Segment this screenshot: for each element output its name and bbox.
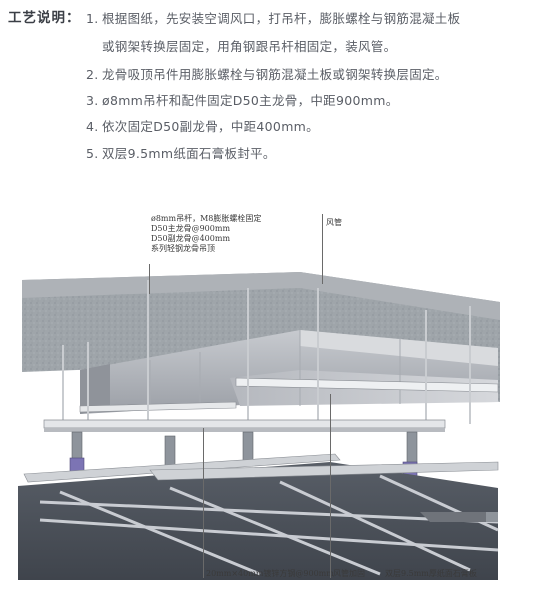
step-2: 2.龙骨吸顶吊件用膨胀螺栓与钢筋混凝土板或钢架转换层固定。 xyxy=(86,64,448,83)
step-text: 根据图纸，先安装空调风口，打吊杆，膨胀螺栓与钢筋混凝土板 xyxy=(102,11,461,26)
step-text: 依次固定D50副龙骨，中距400mm。 xyxy=(102,119,319,134)
step-number: 5. xyxy=(86,146,99,161)
board-edge xyxy=(420,512,498,522)
step-text: ø8mm吊杆和配件固定D50主龙骨，中距900mm。 xyxy=(102,93,399,108)
step-4: 4.依次固定D50副龙骨，中距400mm。 xyxy=(86,116,319,135)
step-number: 4. xyxy=(86,119,99,134)
callout-hanger-rod: ø8mm吊杆，M8膨胀螺栓固定 D50主龙骨@900mm D50副龙骨@400m… xyxy=(151,214,261,254)
leader-line xyxy=(322,214,323,284)
step-number: 2. xyxy=(86,67,99,82)
ceiling-construction-diagram: ø8mm吊杆，M8膨胀螺栓固定 D50主龙骨@900mm D50副龙骨@400m… xyxy=(0,170,543,590)
leader-line xyxy=(149,264,150,294)
callout-line: ø8mm吊杆，M8膨胀螺栓固定 xyxy=(151,214,262,223)
gypsum-board xyxy=(18,462,498,580)
callout-line: D50副龙骨@400mm xyxy=(151,234,231,243)
step-1: 1.根据图纸，先安装空调风口，打吊杆，膨胀螺栓与钢筋混凝土板 xyxy=(86,8,460,27)
step-text: 龙骨吸顶吊件用膨胀螺栓与钢筋混凝土板或钢架转换层固定。 xyxy=(102,67,448,82)
leader-line xyxy=(203,428,204,578)
hanger-rods xyxy=(62,280,471,428)
construction-illustration xyxy=(18,272,500,580)
step-1-continuation: 或钢架转换层固定，用角钢跟吊杆相固定，装风管。 xyxy=(102,39,397,54)
callout-duct: 风管 xyxy=(326,218,342,227)
step-number: 1. xyxy=(86,11,99,26)
callout-line: 系列轻钢龙骨吊顶 xyxy=(151,244,215,253)
callout-duct-reinforcement: 风管加固 xyxy=(333,569,365,578)
callout-square-tube: 20mm×40mm镀锌方钢@900mm xyxy=(206,569,334,578)
square-steel-tube xyxy=(43,419,446,432)
notes-heading: 工艺说明： xyxy=(8,10,81,26)
step-3: 3.ø8mm吊杆和配件固定D50主龙骨，中距900mm。 xyxy=(86,90,399,109)
step-5: 5.双层9.5mm纸面石膏板封平。 xyxy=(86,143,276,162)
callout-line: D50主龙骨@900mm xyxy=(151,224,231,233)
step-text: 双层9.5mm纸面石膏板封平。 xyxy=(102,146,276,161)
step-number: 3. xyxy=(86,93,99,108)
leader-line xyxy=(330,394,331,578)
duct-reinforcement-angle xyxy=(79,377,499,413)
callout-gypsum-board: 双层9.5mm厚纸面石膏板 xyxy=(385,569,477,578)
